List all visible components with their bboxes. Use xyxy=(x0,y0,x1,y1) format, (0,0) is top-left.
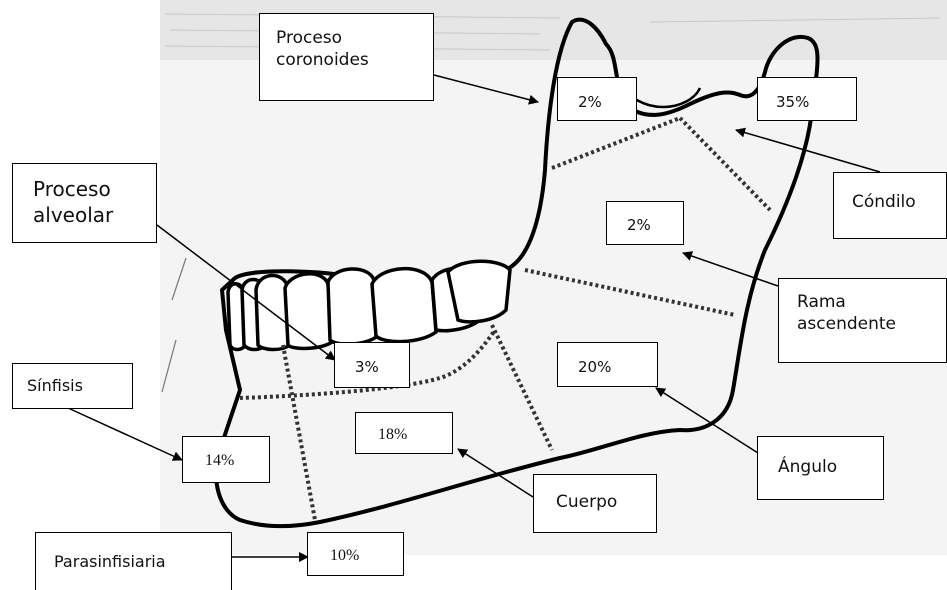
label-proceso-alveolar-line2: alveolar xyxy=(33,202,156,228)
pct-angulo-text: 20% xyxy=(578,358,611,376)
label-angulo: Ángulo xyxy=(757,436,884,500)
label-proceso-alveolar: Proceso alveolar xyxy=(12,163,157,243)
pct-coronoides-text: 2% xyxy=(578,93,602,111)
label-proceso-alveolar-line1: Proceso xyxy=(33,176,156,202)
label-sinfisis-text: Sínfisis xyxy=(27,376,83,395)
label-rama-ascendente-line1: Rama xyxy=(797,291,946,313)
label-rama-ascendente-line2: ascendente xyxy=(797,313,946,335)
label-proceso-coronoides: Proceso coronoides xyxy=(259,13,434,101)
pct-rama-text: 2% xyxy=(627,216,651,234)
label-cuerpo-text: Cuerpo xyxy=(556,492,617,512)
pct-cuerpo: 18% xyxy=(355,412,453,454)
label-parasinfisiaria: Parasinfisiaria xyxy=(35,532,232,590)
pct-alveolar: 3% xyxy=(334,342,410,388)
pct-rama: 2% xyxy=(606,201,684,245)
label-cuerpo: Cuerpo xyxy=(533,474,657,533)
label-proceso-coronoides-line1: Proceso xyxy=(276,27,433,49)
pct-sinfisis: 14% xyxy=(182,436,270,483)
label-rama-ascendente: Rama ascendente xyxy=(778,278,947,363)
label-condilo: Cóndilo xyxy=(833,172,947,239)
pct-parasinfisiaria: 10% xyxy=(307,532,404,576)
pct-parasinfisiaria-text: 10% xyxy=(330,547,359,564)
pct-coronoides: 2% xyxy=(557,77,637,121)
pct-alveolar-text: 3% xyxy=(355,358,379,376)
label-angulo-text: Ángulo xyxy=(778,457,837,477)
pct-condilo: 35% xyxy=(757,77,857,121)
pct-condilo-text: 35% xyxy=(776,93,809,111)
label-parasinfisiaria-text: Parasinfisiaria xyxy=(54,552,166,571)
pct-angulo: 20% xyxy=(557,342,658,387)
label-condilo-text: Cóndilo xyxy=(852,192,916,212)
pct-cuerpo-text: 18% xyxy=(378,426,407,443)
pct-sinfisis-text: 14% xyxy=(205,452,234,469)
label-proceso-coronoides-line2: coronoides xyxy=(276,49,433,71)
label-sinfisis: Sínfisis xyxy=(12,363,133,409)
